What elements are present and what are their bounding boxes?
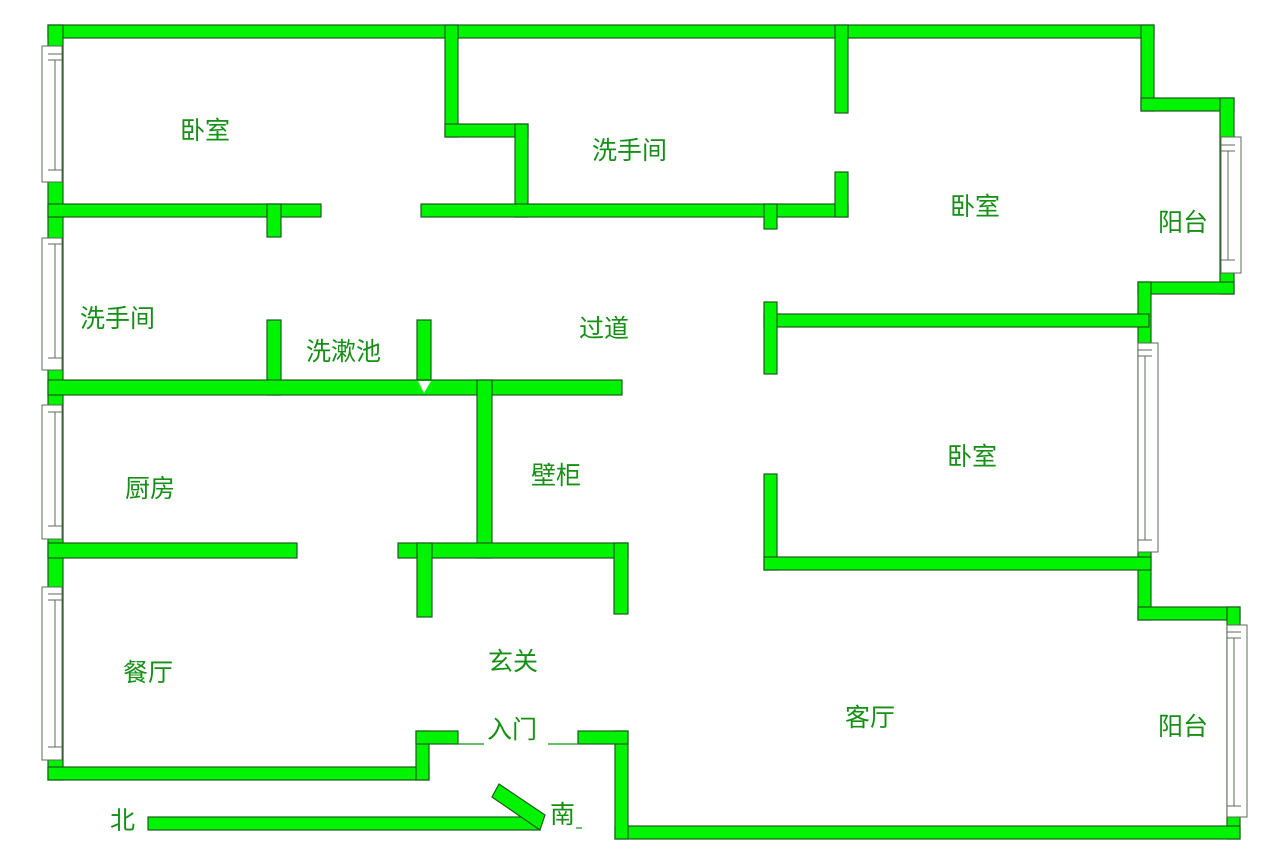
label-dining: 餐厅 [123,658,173,687]
door-arrow-marker [418,381,431,393]
wall-bedroom-e-left-upper [763,301,778,375]
label-kitchen: 厨房 [125,474,175,503]
wall-entrance-right-stub [577,730,629,745]
label-living: 客厅 [845,703,895,732]
compass-arrow-shaft [147,816,541,831]
wall-kitchen-top [47,379,623,396]
window-left-4 [41,586,63,761]
wall-wash-right [416,319,432,381]
wall-entrance-right-vertical [614,730,629,840]
wall-ne-balcony-bottom [1137,281,1235,295]
wall-wardrobe-right [613,542,629,615]
wall-bath-bottom [420,203,849,218]
window-se-balcony [1226,624,1248,818]
wall-bath-left [514,123,529,218]
window-left-1 [41,45,63,183]
window-east-bedroom [1137,342,1159,553]
window-left-3 [41,404,63,540]
label-wardrobe: 壁柜 [531,461,581,490]
label-foyer: 玄关 [488,647,538,676]
wall-bath-right-upper [834,24,849,114]
label-balcony-ne: 阳台 [1158,208,1208,237]
interior-walls [47,24,1152,618]
wall-bedroom-e-top [763,313,1150,328]
wall-bath-bottom-nub [763,203,778,230]
wall-bottom-living [614,825,1241,840]
wall-bedroom-e-bottom [763,556,1152,571]
wall-bedroom-e-left-lower [763,473,778,571]
label-bathroom-top: 洗手间 [592,136,667,165]
label-entrance: 入门 [487,715,537,744]
label-bathroom-left: 洗手间 [80,304,155,333]
window-ne-balcony [1220,136,1242,274]
label-bedroom-e: 卧室 [947,442,997,471]
wall-top [47,24,1155,39]
wall-bedroom-nw-nub [266,203,282,238]
label-balcony-se: 阳台 [1158,712,1208,741]
label-bedroom-nw: 卧室 [180,116,230,145]
windows [41,45,1248,818]
room-labels: 卧室 洗手间 卧室 阳台 洗手间 洗漱池 过道 厨房 壁柜 卧室 餐厅 玄关 客… [80,116,1208,835]
wall-kitchen-bottom [47,542,298,559]
wall-bedroom-nw-bottom [47,203,322,218]
wall-se-step-horizontal [1137,606,1241,621]
wall-bottom-dining [47,766,430,781]
wall-entrance-left-stub [415,730,459,745]
label-south: 南 [550,800,575,829]
label-hallway: 过道 [579,314,629,343]
window-left-2 [41,237,63,371]
compass-arrow [147,783,582,831]
wall-foyer-left-stub [416,542,433,618]
label-bedroom-ne: 卧室 [950,192,1000,221]
wall-wardrobe-left [476,379,493,559]
label-north: 北 [110,806,135,835]
wall-bedroom-bath-divider [444,24,459,138]
compass-arrow-head [491,783,546,831]
label-washbasin: 洗漱池 [306,337,381,366]
wall-bath-right-lower [834,171,849,218]
